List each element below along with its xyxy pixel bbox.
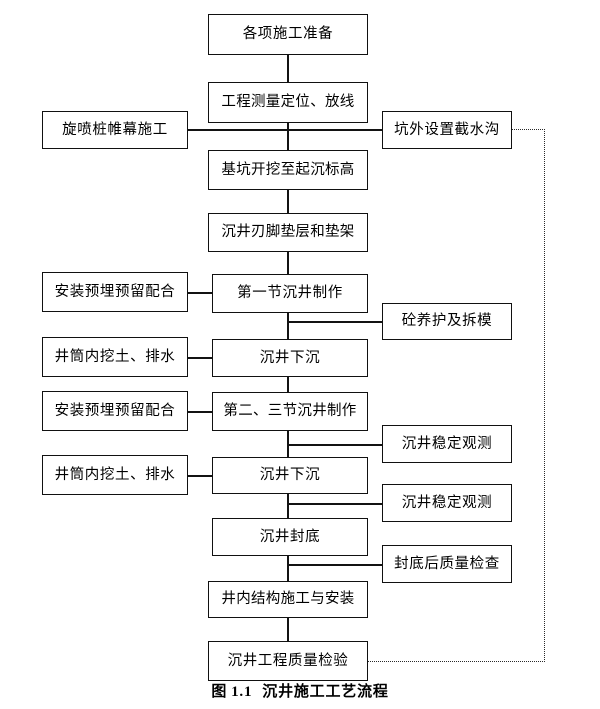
edge-n8-n9: [287, 321, 382, 323]
edge-n16-n18: [287, 494, 289, 518]
edge-n2-n5: [287, 123, 289, 150]
node-label: 砼养护及拆模: [401, 313, 493, 330]
node-outside-pit-drainage-ditch[interactable]: 坑外设置截水沟: [382, 111, 512, 149]
node-label: 各项施工准备: [242, 26, 334, 43]
edge-n6-n8: [287, 252, 289, 274]
caption-number: 1.1: [231, 684, 253, 700]
node-embedded-fittings-2[interactable]: 安装预埋预留配合: [42, 391, 188, 431]
edge-n13-n14: [287, 444, 382, 446]
edge-n8-n11: [287, 313, 289, 339]
node-excavate-dewater-2[interactable]: 井筒内挖土、排水: [42, 455, 188, 495]
node-label: 井内结构施工与安装: [221, 591, 355, 608]
node-label: 沉井下沉: [259, 467, 321, 484]
node-stability-observation-2[interactable]: 沉井稳定观测: [382, 484, 512, 522]
edge-return-vertical: [544, 129, 545, 662]
node-post-sealing-quality-check[interactable]: 封底后质量检查: [382, 545, 512, 583]
node-label: 基坑开挖至起沉标高: [221, 161, 355, 178]
edge-n16-n17: [287, 503, 382, 505]
node-excavate-dewater-1[interactable]: 井筒内挖土、排水: [42, 337, 188, 377]
node-second-third-section-fabrication[interactable]: 第二、三节沉井制作: [212, 392, 368, 431]
node-jet-grouting-curtain[interactable]: 旋喷桩帷幕施工: [42, 111, 188, 149]
edge-n10-n11: [188, 357, 212, 359]
node-excavation-to-level[interactable]: 基坑开挖至起沉标高: [208, 150, 368, 190]
caption-label: 图: [211, 683, 228, 700]
node-label: 第一节沉井制作: [237, 285, 343, 302]
edge-return-bottom: [368, 661, 545, 662]
node-internal-structure-construction[interactable]: 井内结构施工与安装: [208, 581, 368, 618]
node-stability-observation-1[interactable]: 沉井稳定观测: [382, 425, 512, 463]
node-bottom-sealing[interactable]: 沉井封底: [212, 518, 368, 556]
node-embedded-fittings-1[interactable]: 安装预埋预留配合: [42, 272, 188, 312]
node-label: 坑外设置截水沟: [394, 121, 500, 138]
node-label: 井筒内挖土、排水: [54, 348, 176, 365]
edge-n12-n13: [188, 411, 212, 413]
node-label: 封底后质量检查: [394, 555, 500, 572]
node-caisson-sinking-1[interactable]: 沉井下沉: [212, 339, 368, 377]
caption-title: 沉井施工工艺流程: [262, 683, 389, 700]
node-concrete-curing-stripping[interactable]: 砼养护及拆模: [382, 303, 512, 340]
node-preparation[interactable]: 各项施工准备: [208, 14, 368, 55]
node-label: 沉井下沉: [259, 349, 321, 366]
node-label: 沉井刃脚垫层和垫架: [221, 224, 355, 241]
node-first-section-fabrication[interactable]: 第一节沉井制作: [212, 274, 368, 313]
node-label: 井筒内挖土、排水: [54, 466, 176, 483]
node-cutting-edge-cushion[interactable]: 沉井刃脚垫层和垫架: [208, 213, 368, 252]
edge-n15-n16: [188, 475, 212, 477]
edge-n4-return-top: [512, 129, 545, 130]
edge-n11-n13: [287, 377, 289, 399]
node-label: 沉井稳定观测: [401, 435, 493, 452]
edge-n18-n19: [287, 564, 382, 566]
edge-n7-n8: [188, 292, 212, 294]
edge-n5-n6: [287, 190, 289, 213]
node-label: 安装预埋预留配合: [54, 402, 176, 419]
node-final-quality-inspection[interactable]: 沉井工程质量检验: [208, 641, 368, 681]
node-label: 沉井工程质量检验: [227, 652, 349, 669]
edge-n18-n20: [287, 556, 289, 581]
node-label: 沉井稳定观测: [401, 494, 493, 511]
node-label: 工程测量定位、放线: [221, 94, 355, 111]
edge-n1-n2: [287, 55, 289, 82]
node-survey-setout[interactable]: 工程测量定位、放线: [208, 82, 368, 123]
edge-main-n4: [287, 129, 382, 131]
node-label: 旋喷桩帷幕施工: [62, 121, 168, 138]
node-caisson-sinking-2[interactable]: 沉井下沉: [212, 457, 368, 494]
node-label: 安装预埋预留配合: [54, 283, 176, 300]
node-label: 沉井封底: [259, 528, 321, 545]
edge-n3-main: [188, 129, 288, 131]
node-label: 第二、三节沉井制作: [223, 403, 357, 420]
edge-n20-n21: [287, 618, 289, 641]
